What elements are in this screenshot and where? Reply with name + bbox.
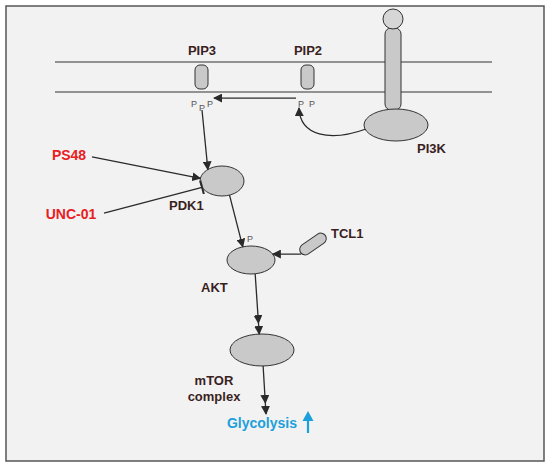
node-label: Glycolysis (222, 415, 302, 431)
node-label: UNC-01 (38, 206, 104, 222)
activation-arrow (202, 110, 208, 170)
node-label: PIP2 (284, 43, 332, 59)
inhibition-connector (104, 187, 202, 213)
receptor-head (383, 9, 403, 29)
protein-pill-shape (298, 231, 329, 257)
protein-ellipse-shape (200, 166, 244, 196)
protein-ellipse-shape (227, 246, 275, 274)
figure-frame (6, 6, 544, 461)
phosphate-label: P (199, 103, 205, 113)
catalysis-arrow (299, 108, 366, 136)
lipid-pill-shape (195, 65, 208, 89)
activation-arrow (273, 253, 301, 254)
lipid-pill-shape (301, 65, 314, 89)
membrane-line (55, 92, 492, 93)
protein-ellipse: mTOR complex (229, 333, 295, 367)
phosphate-label: P (247, 234, 253, 244)
phosphate-label: P (191, 99, 197, 109)
text-node: UNC-01 (38, 205, 104, 223)
node-outline (363, 108, 429, 142)
text-node: Glycolysis (222, 414, 302, 434)
phosphate-label: P (207, 99, 213, 109)
node-outline (229, 333, 295, 367)
node-outline (199, 165, 245, 197)
protein-ellipse: PI3K (363, 108, 429, 142)
node-label: PIP3 (178, 43, 226, 59)
activation-arrow (92, 157, 200, 179)
node-label: AKT (201, 280, 228, 296)
receptor-body (385, 28, 401, 110)
node-outline (298, 230, 328, 258)
phosphate-label: P (298, 99, 304, 109)
activation-arrow (263, 366, 266, 414)
molecule-pill: TCL1 (298, 230, 328, 258)
text-node: PS48 (46, 146, 92, 164)
phosphate-label: P (309, 99, 315, 109)
node-label: PS48 (46, 147, 92, 163)
activation-arrow (255, 274, 259, 334)
protein-ellipse-shape (364, 109, 428, 141)
increase-arrow-head (303, 411, 314, 421)
membrane-line (55, 62, 492, 63)
protein-ellipse: AKT (226, 245, 276, 275)
node-label: PDK1 (169, 198, 204, 214)
protein-ellipse: PDK1 (199, 165, 245, 197)
node-label: PI3K (417, 141, 446, 157)
increase-arrow (307, 419, 309, 433)
node-label: mTOR complex (183, 373, 245, 405)
protein-ellipse-shape (230, 334, 294, 366)
node-outline (226, 245, 276, 275)
node-label: TCL1 (331, 226, 364, 242)
activation-arrow (214, 97, 296, 98)
activation-arrow (230, 195, 243, 247)
